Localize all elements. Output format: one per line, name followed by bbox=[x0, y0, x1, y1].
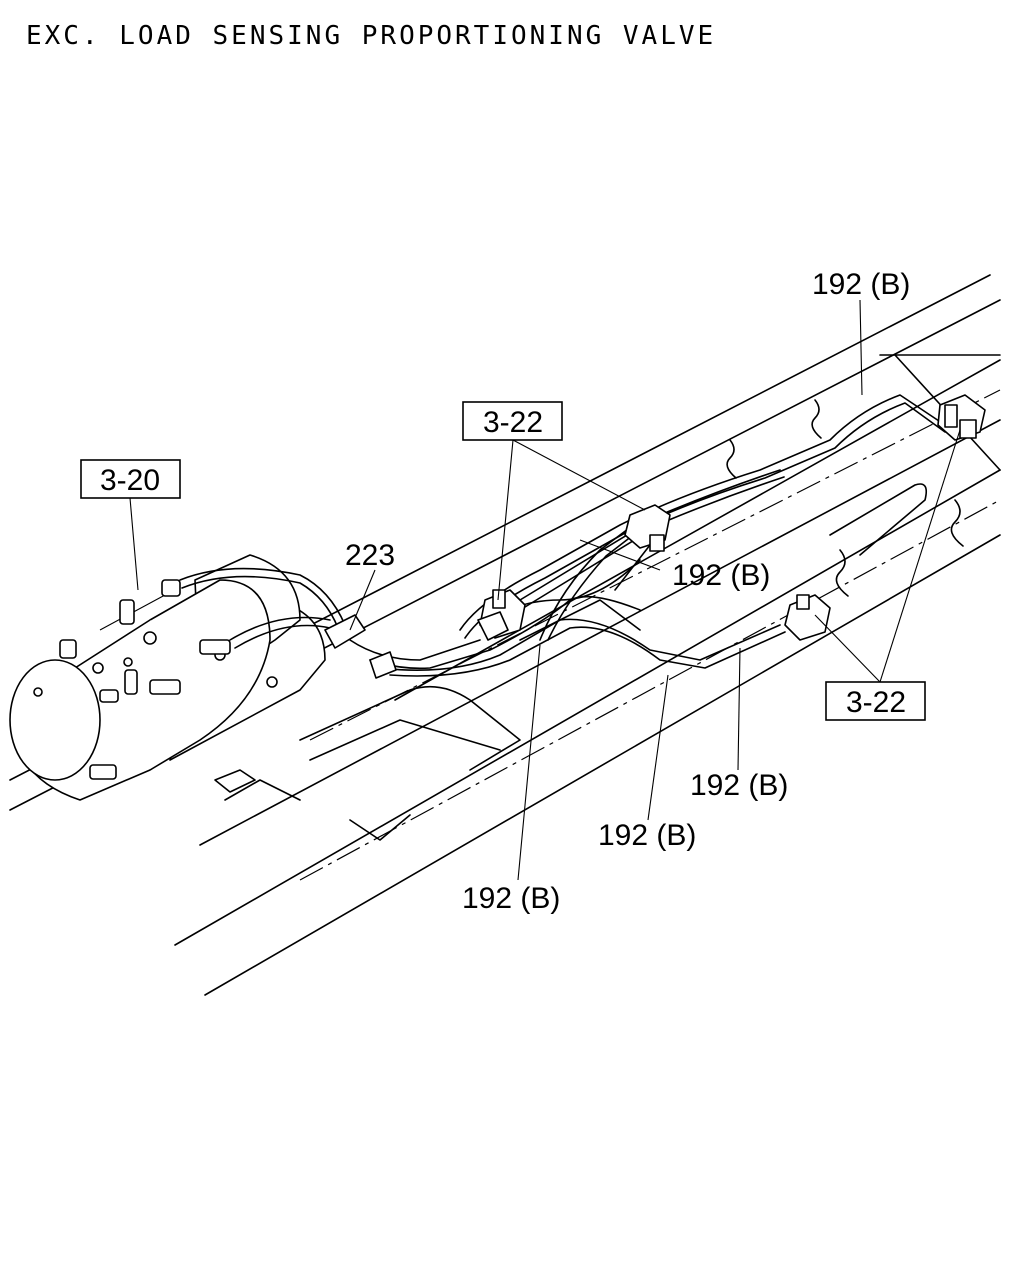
valve-assemblies bbox=[324, 394, 986, 679]
part-192b-mid-label: 192 (B) bbox=[672, 559, 770, 592]
air-tanks bbox=[9, 554, 326, 801]
diagram-title: EXC. LOAD SENSING PROPORTIONING VALVE bbox=[26, 21, 716, 51]
part-192b-right-label: 192 (B) bbox=[690, 769, 788, 802]
part-192b-center-label: 192 (B) bbox=[598, 819, 696, 852]
callout-ref-3-22-top: 3-22 bbox=[462, 401, 563, 441]
callout-ref-3-22-right: 3-22 bbox=[825, 681, 926, 721]
part-192b-bottom-label: 192 (B) bbox=[462, 882, 560, 915]
ref-3-22-right-label: 3-22 bbox=[846, 686, 906, 719]
part-192b-top-label: 192 (B) bbox=[812, 268, 910, 301]
ref-3-20-label: 3-20 bbox=[100, 464, 160, 497]
part-223-label: 223 bbox=[345, 539, 395, 572]
callout-ref-3-20: 3-20 bbox=[80, 459, 181, 499]
leader-lines bbox=[129, 299, 961, 881]
ref-3-22-top-label: 3-22 bbox=[483, 406, 543, 439]
